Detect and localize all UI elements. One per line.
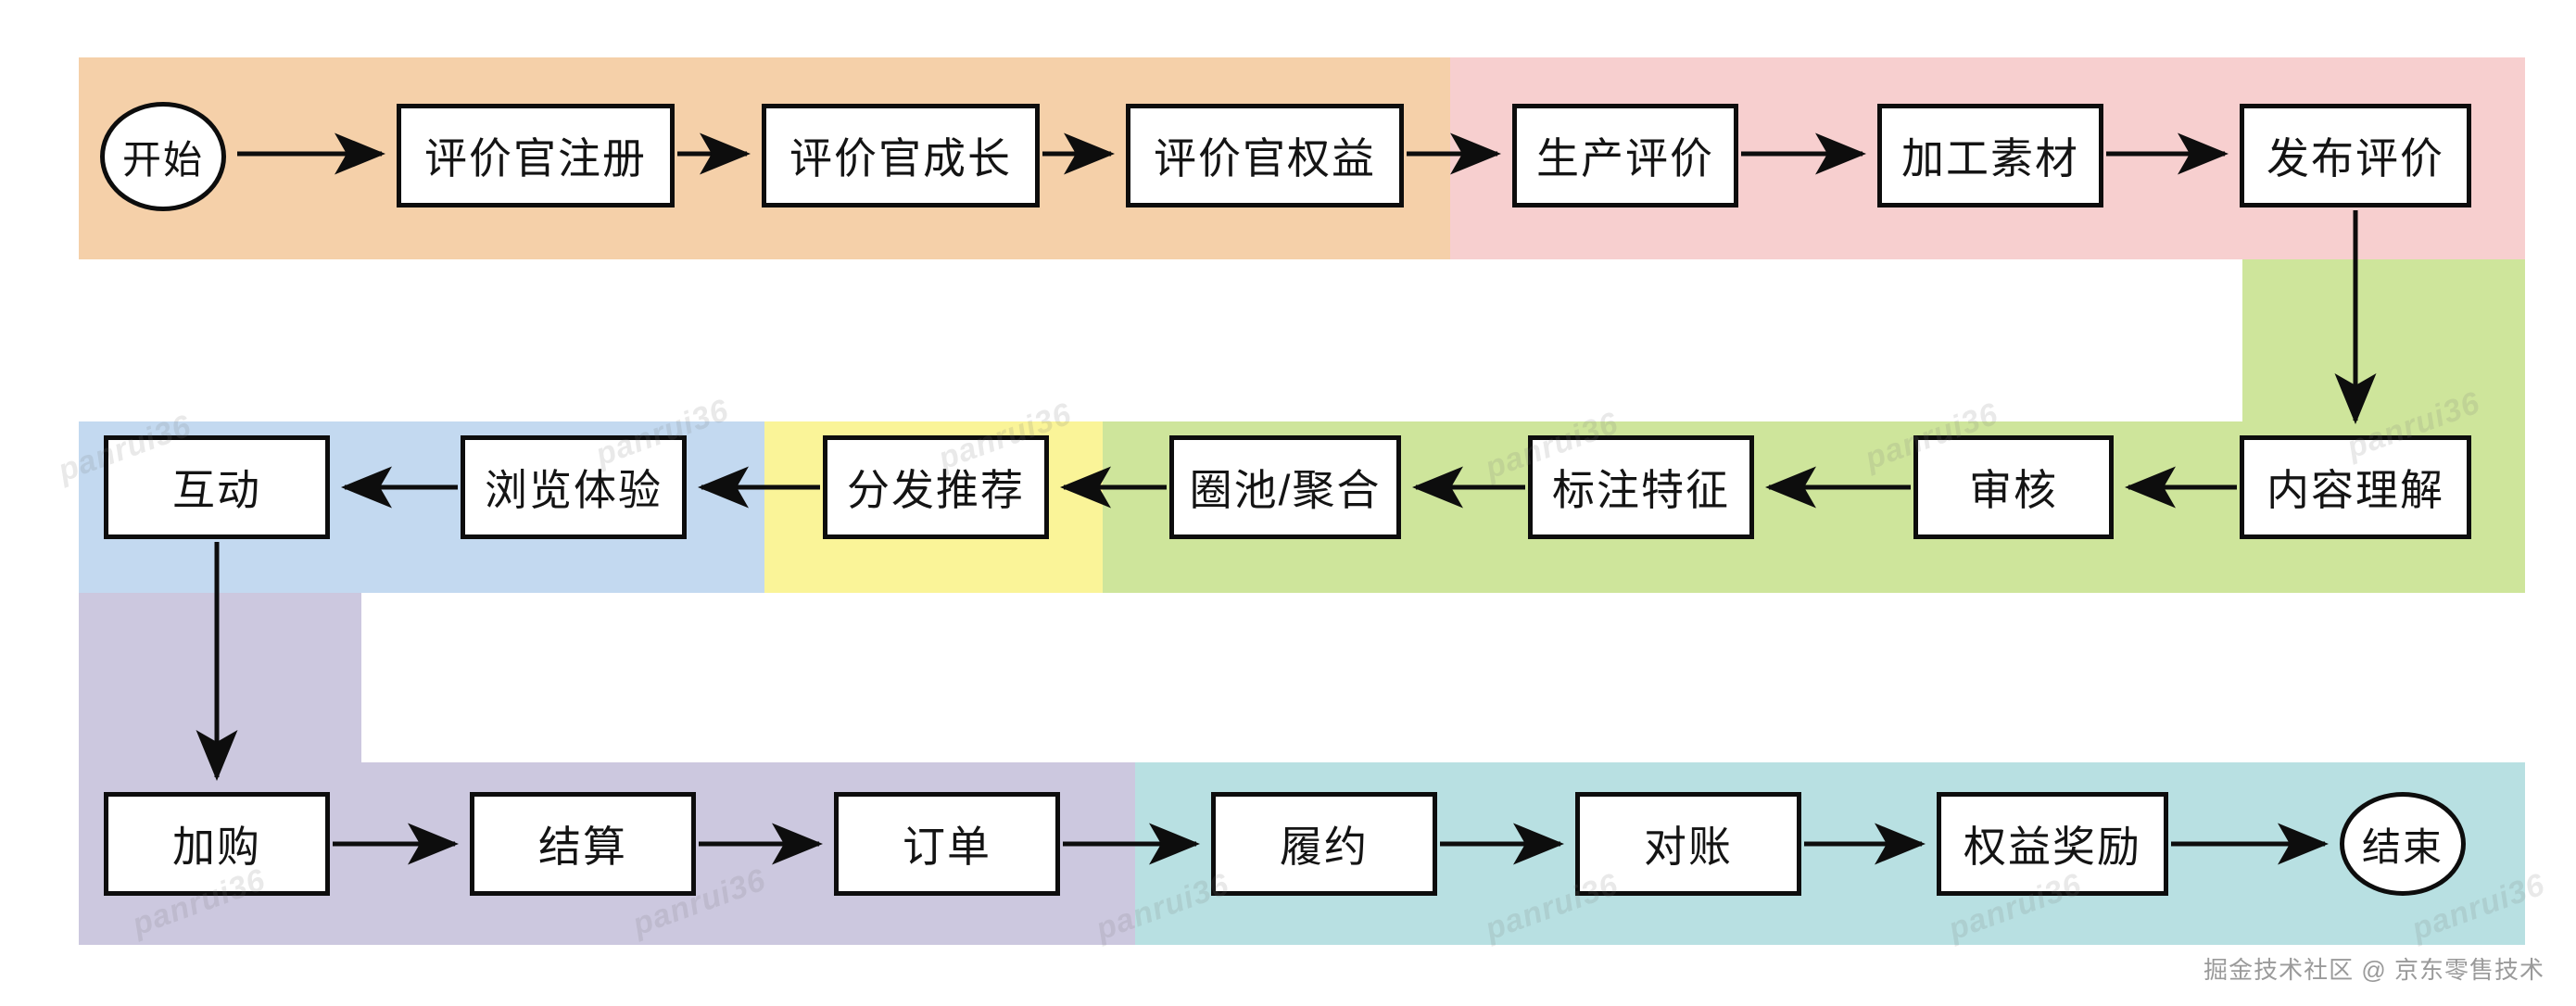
flow-node-label-content-parse: 内容理解	[2267, 466, 2444, 514]
flow-node-start[interactable]: 开始	[100, 102, 226, 211]
flow-node-label-start: 开始	[121, 137, 204, 182]
flow-node-browse-exp[interactable]: 浏览体验	[461, 435, 687, 539]
flow-node-label-produce-review: 生产评价	[1536, 134, 1714, 182]
flow-node-label-settle: 结算	[538, 823, 627, 871]
flow-node-rights-reward[interactable]: 权益奖励	[1937, 792, 2168, 896]
flow-node-reviewer-growth[interactable]: 评价官成长	[762, 104, 1040, 207]
flow-node-pool-aggregate[interactable]: 圈池/聚合	[1169, 435, 1401, 539]
flow-node-audit[interactable]: 审核	[1913, 435, 2114, 539]
content-processing-band-column	[2242, 259, 2525, 426]
flow-node-label-end: 结束	[2361, 824, 2443, 869]
flow-node-label-fulfillment: 履约	[1280, 823, 1369, 871]
flow-node-settle[interactable]: 结算	[470, 792, 696, 896]
flow-node-label-reviewer-rights: 评价官权益	[1154, 134, 1376, 182]
flow-node-order[interactable]: 订单	[834, 792, 1060, 896]
flow-node-label-tag-features: 标注特征	[1552, 466, 1730, 514]
flow-node-reconcile[interactable]: 对账	[1575, 792, 1801, 896]
flow-node-label-publish-review: 发布评价	[2267, 134, 2444, 182]
flow-node-content-parse[interactable]: 内容理解	[2240, 435, 2471, 539]
flow-node-reviewer-rights[interactable]: 评价官权益	[1126, 104, 1404, 207]
flow-node-label-interaction: 互动	[172, 466, 261, 514]
flow-node-tag-features[interactable]: 标注特征	[1528, 435, 1754, 539]
flow-node-label-rights-reward: 权益奖励	[1964, 823, 2141, 871]
flow-node-label-reviewer-growth: 评价官成长	[789, 134, 1012, 182]
flow-node-label-pool-aggregate: 圈池/聚合	[1189, 466, 1382, 514]
flow-node-process-assets[interactable]: 加工素材	[1877, 104, 2103, 207]
flow-node-fulfillment[interactable]: 履约	[1211, 792, 1437, 896]
flow-node-label-add-to-cart: 加购	[172, 823, 261, 871]
footer-credit: 掘金技术社区 @ 京东零售技术	[2203, 956, 2544, 984]
flow-node-publish-review[interactable]: 发布评价	[2240, 104, 2471, 207]
flow-node-interaction[interactable]: 互动	[104, 435, 330, 539]
flow-node-label-browse-exp: 浏览体验	[485, 466, 663, 514]
flow-node-reviewer-signup[interactable]: 评价官注册	[397, 104, 675, 207]
flow-node-add-to-cart[interactable]: 加购	[104, 792, 330, 896]
flow-node-label-distribute: 分发推荐	[847, 466, 1025, 514]
flow-node-label-process-assets: 加工素材	[1901, 134, 2079, 182]
flow-node-label-order: 订单	[903, 823, 991, 871]
flow-node-label-reviewer-signup: 评价官注册	[424, 134, 647, 182]
flow-node-label-reconcile: 对账	[1644, 823, 1733, 871]
flow-node-label-audit: 审核	[1969, 466, 2058, 514]
flow-node-end[interactable]: 结束	[2340, 792, 2466, 896]
flow-node-distribute[interactable]: 分发推荐	[823, 435, 1049, 539]
flow-node-produce-review[interactable]: 生产评价	[1512, 104, 1738, 207]
